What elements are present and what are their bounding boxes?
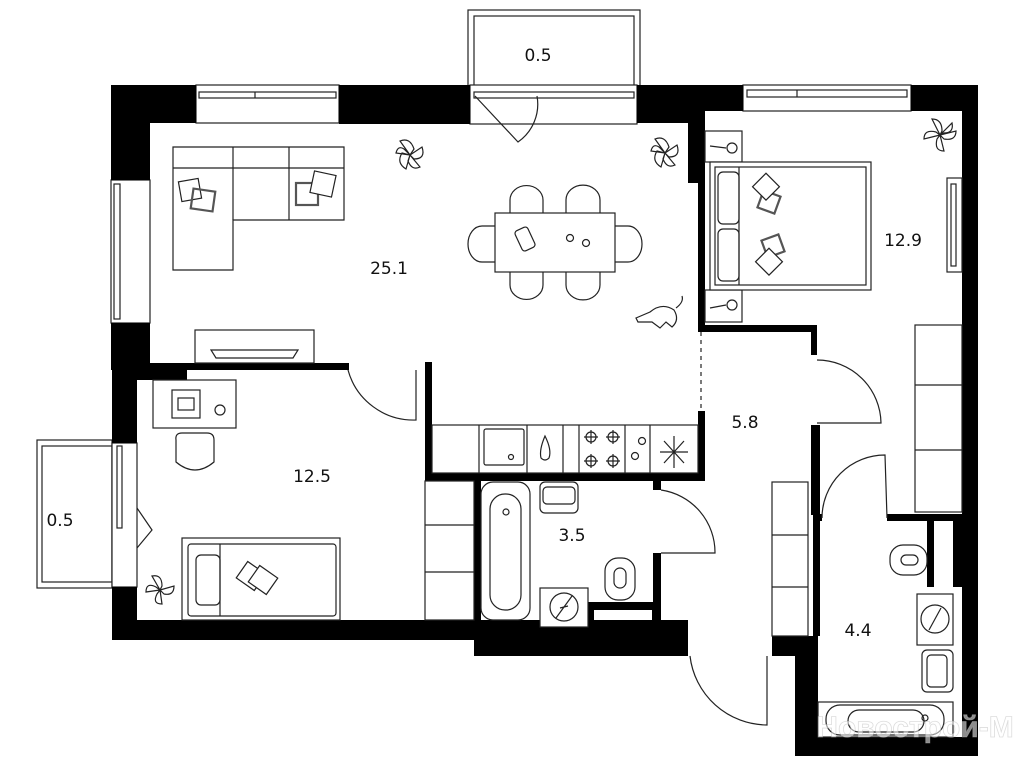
room-area-bathroom-2: 4.4 bbox=[844, 621, 871, 641]
bedroom-tv bbox=[946, 177, 963, 273]
single-bed bbox=[181, 537, 341, 621]
bathroom-2-fixtures bbox=[817, 544, 954, 738]
plant-icons bbox=[145, 118, 957, 605]
room-area-bathroom-1: 3.5 bbox=[558, 526, 585, 546]
dining-table bbox=[467, 184, 643, 301]
double-bed bbox=[704, 130, 872, 323]
room-area-hallway: 5.8 bbox=[731, 413, 758, 433]
sofa bbox=[172, 146, 345, 271]
walls bbox=[111, 85, 978, 756]
room-area-balcony-top: 0.5 bbox=[524, 46, 551, 66]
balcony-left bbox=[36, 439, 113, 589]
bedroom-wardrobe bbox=[914, 324, 963, 513]
desk bbox=[152, 379, 237, 429]
bathroom-1-fixtures bbox=[480, 481, 636, 628]
child-room-wardrobe bbox=[424, 480, 475, 621]
room-area-child-room: 12.5 bbox=[293, 467, 331, 487]
room-area-living-kitchen: 25.1 bbox=[370, 259, 408, 279]
office-chair bbox=[175, 432, 215, 471]
cat-icon bbox=[635, 295, 683, 329]
watermark: Новострой-М bbox=[816, 711, 1013, 744]
kitchen-counter bbox=[431, 424, 699, 474]
room-area-balcony-left: 0.5 bbox=[46, 511, 73, 531]
tv-stand bbox=[194, 329, 315, 364]
room-area-bedroom: 12.9 bbox=[884, 231, 922, 251]
doors bbox=[136, 95, 888, 726]
balcony-top bbox=[467, 9, 641, 87]
hallway-wardrobe bbox=[771, 481, 809, 637]
